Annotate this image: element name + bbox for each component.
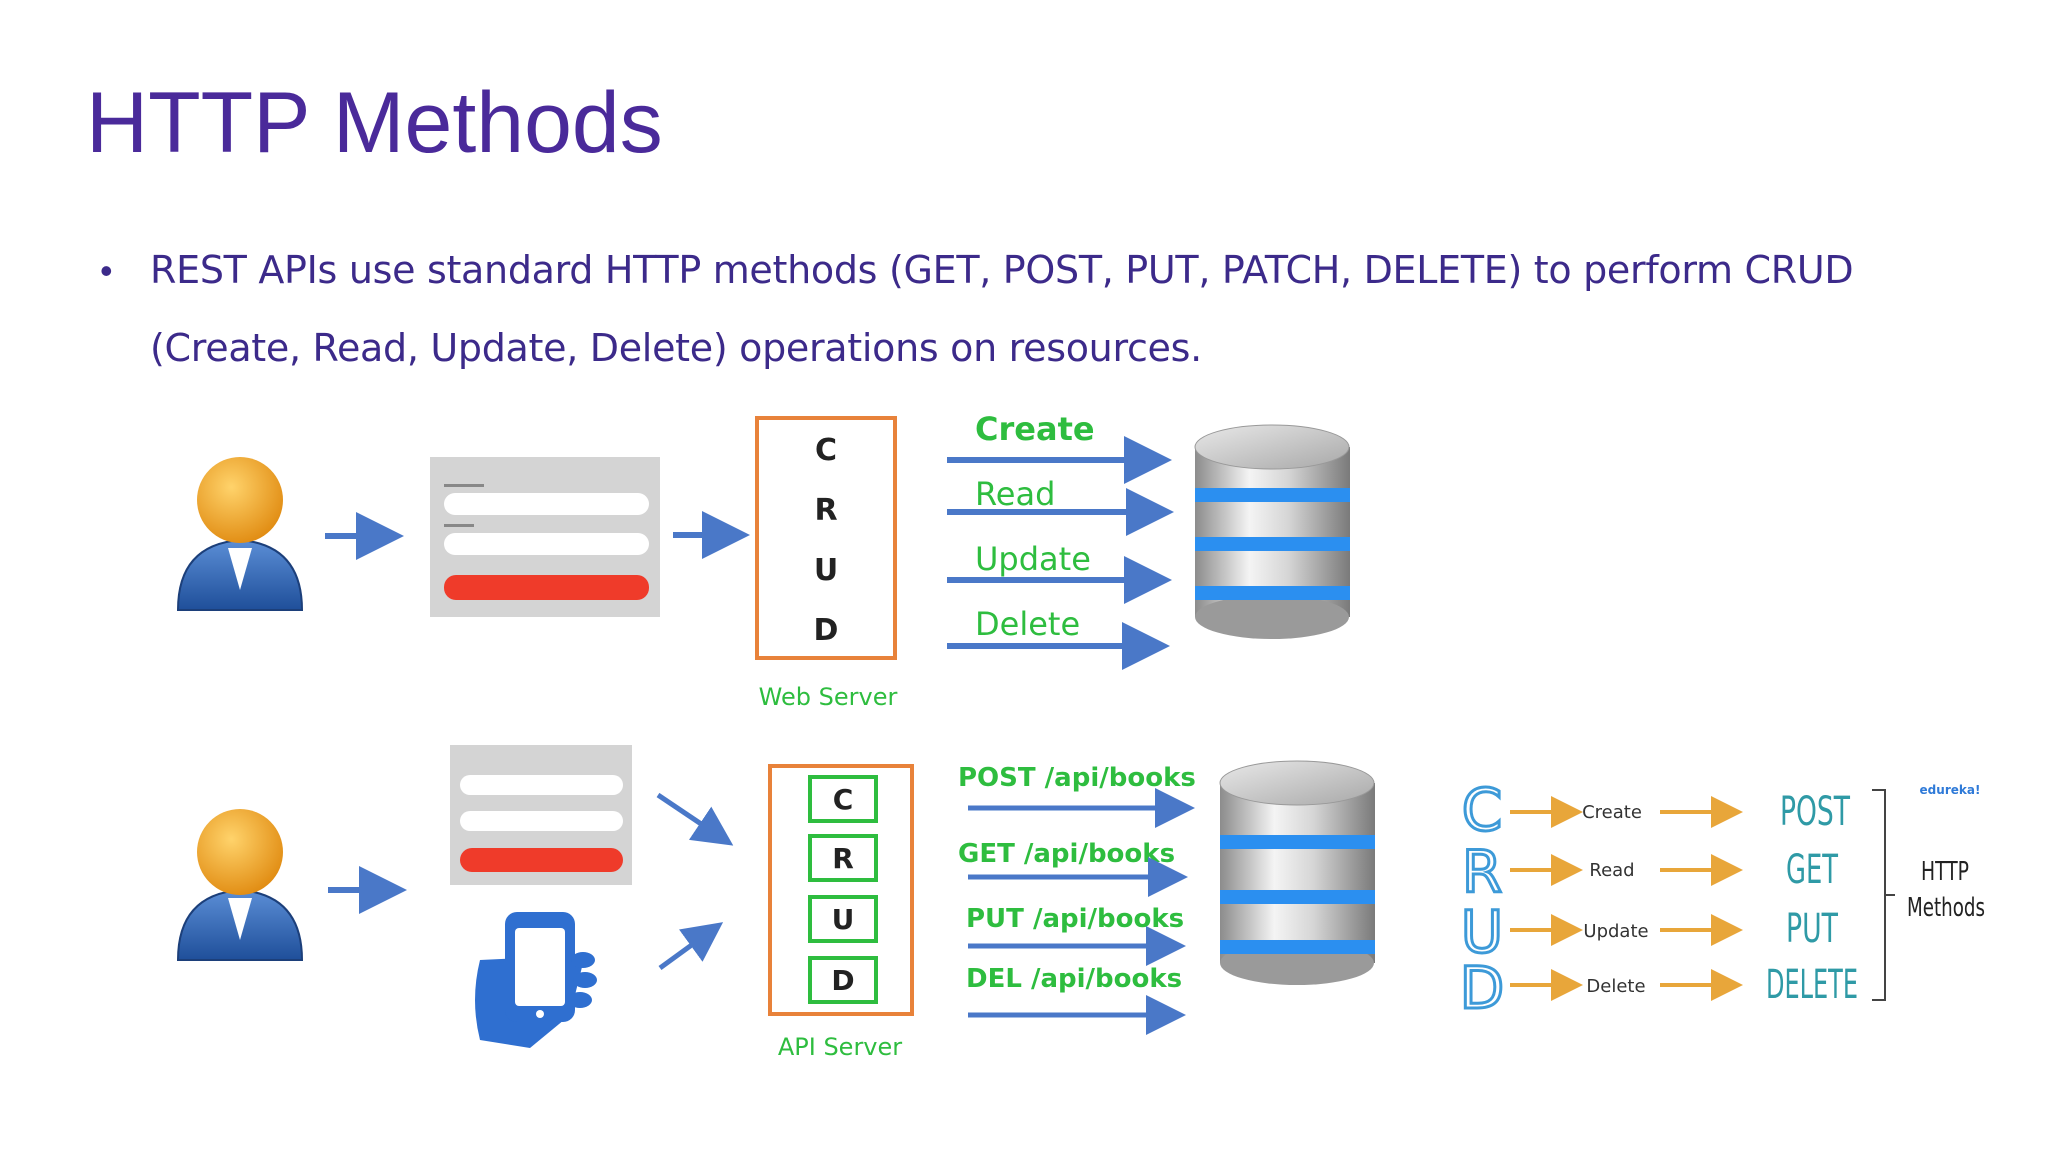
http-method-label: POST bbox=[1780, 789, 1850, 835]
crud-cell bbox=[808, 775, 878, 823]
api-server-label: API Server bbox=[778, 1033, 902, 1061]
operation-label: Read bbox=[1589, 860, 1634, 881]
operation-label: Update bbox=[1583, 921, 1648, 942]
group-label: Methods bbox=[1907, 893, 1985, 923]
operation-label: Delete bbox=[1586, 976, 1645, 997]
operation-label: Delete bbox=[975, 605, 1080, 643]
arrow bbox=[656, 792, 734, 846]
http-method-label: GET bbox=[1786, 847, 1838, 893]
database-icon bbox=[1194, 424, 1350, 639]
mobile-phone-icon bbox=[475, 912, 597, 1048]
crud-letter: R bbox=[1462, 838, 1502, 906]
web-server-box bbox=[755, 416, 897, 660]
edureka-logo: edureka! bbox=[1920, 783, 1981, 797]
crud-letter: C bbox=[1462, 776, 1503, 844]
crud-letter: D bbox=[831, 964, 854, 997]
operation-label: Update bbox=[975, 540, 1091, 578]
crud-letter: C bbox=[815, 433, 837, 468]
login-form-image bbox=[450, 745, 632, 885]
bracket bbox=[1872, 789, 1895, 1001]
crud-letter: C bbox=[833, 783, 854, 816]
operation-label: Create bbox=[975, 410, 1095, 448]
request-label: PUT /api/books bbox=[966, 904, 1184, 934]
crud-letter: D bbox=[1460, 954, 1505, 1022]
operation-label: Read bbox=[975, 475, 1055, 513]
http-method-label: PUT bbox=[1786, 906, 1838, 952]
api-server-box bbox=[768, 764, 914, 1016]
bullet-icon: • bbox=[100, 250, 113, 291]
group-label: HTTP bbox=[1921, 857, 1969, 887]
bullet-text-line-1: REST APIs use standard HTTP methods (GET… bbox=[150, 248, 1854, 292]
crud-letter: U bbox=[1461, 898, 1503, 966]
page-title: HTTP Methods bbox=[86, 75, 663, 171]
crud-cell bbox=[808, 834, 878, 882]
user-icon bbox=[176, 457, 304, 611]
database-icon bbox=[1219, 760, 1375, 985]
crud-cell bbox=[808, 895, 878, 943]
user-icon bbox=[176, 809, 304, 961]
crud-cell bbox=[808, 956, 878, 1004]
request-label: DEL /api/books bbox=[966, 964, 1182, 994]
login-form-image bbox=[430, 457, 660, 617]
bullet-text-line-2: (Create, Read, Update, Delete) operation… bbox=[150, 326, 1202, 370]
crud-letter: U bbox=[814, 553, 838, 588]
request-label: GET /api/books bbox=[958, 839, 1175, 869]
crud-letter: U bbox=[832, 903, 855, 936]
operation-label: Create bbox=[1582, 802, 1642, 823]
request-label: POST /api/books bbox=[958, 763, 1196, 793]
http-method-label: DELETE bbox=[1766, 962, 1858, 1008]
arrow bbox=[658, 922, 724, 971]
crud-letter: D bbox=[814, 613, 839, 648]
crud-letter: R bbox=[832, 842, 854, 875]
web-server-label: Web Server bbox=[759, 683, 898, 711]
crud-letter: R bbox=[814, 493, 837, 528]
